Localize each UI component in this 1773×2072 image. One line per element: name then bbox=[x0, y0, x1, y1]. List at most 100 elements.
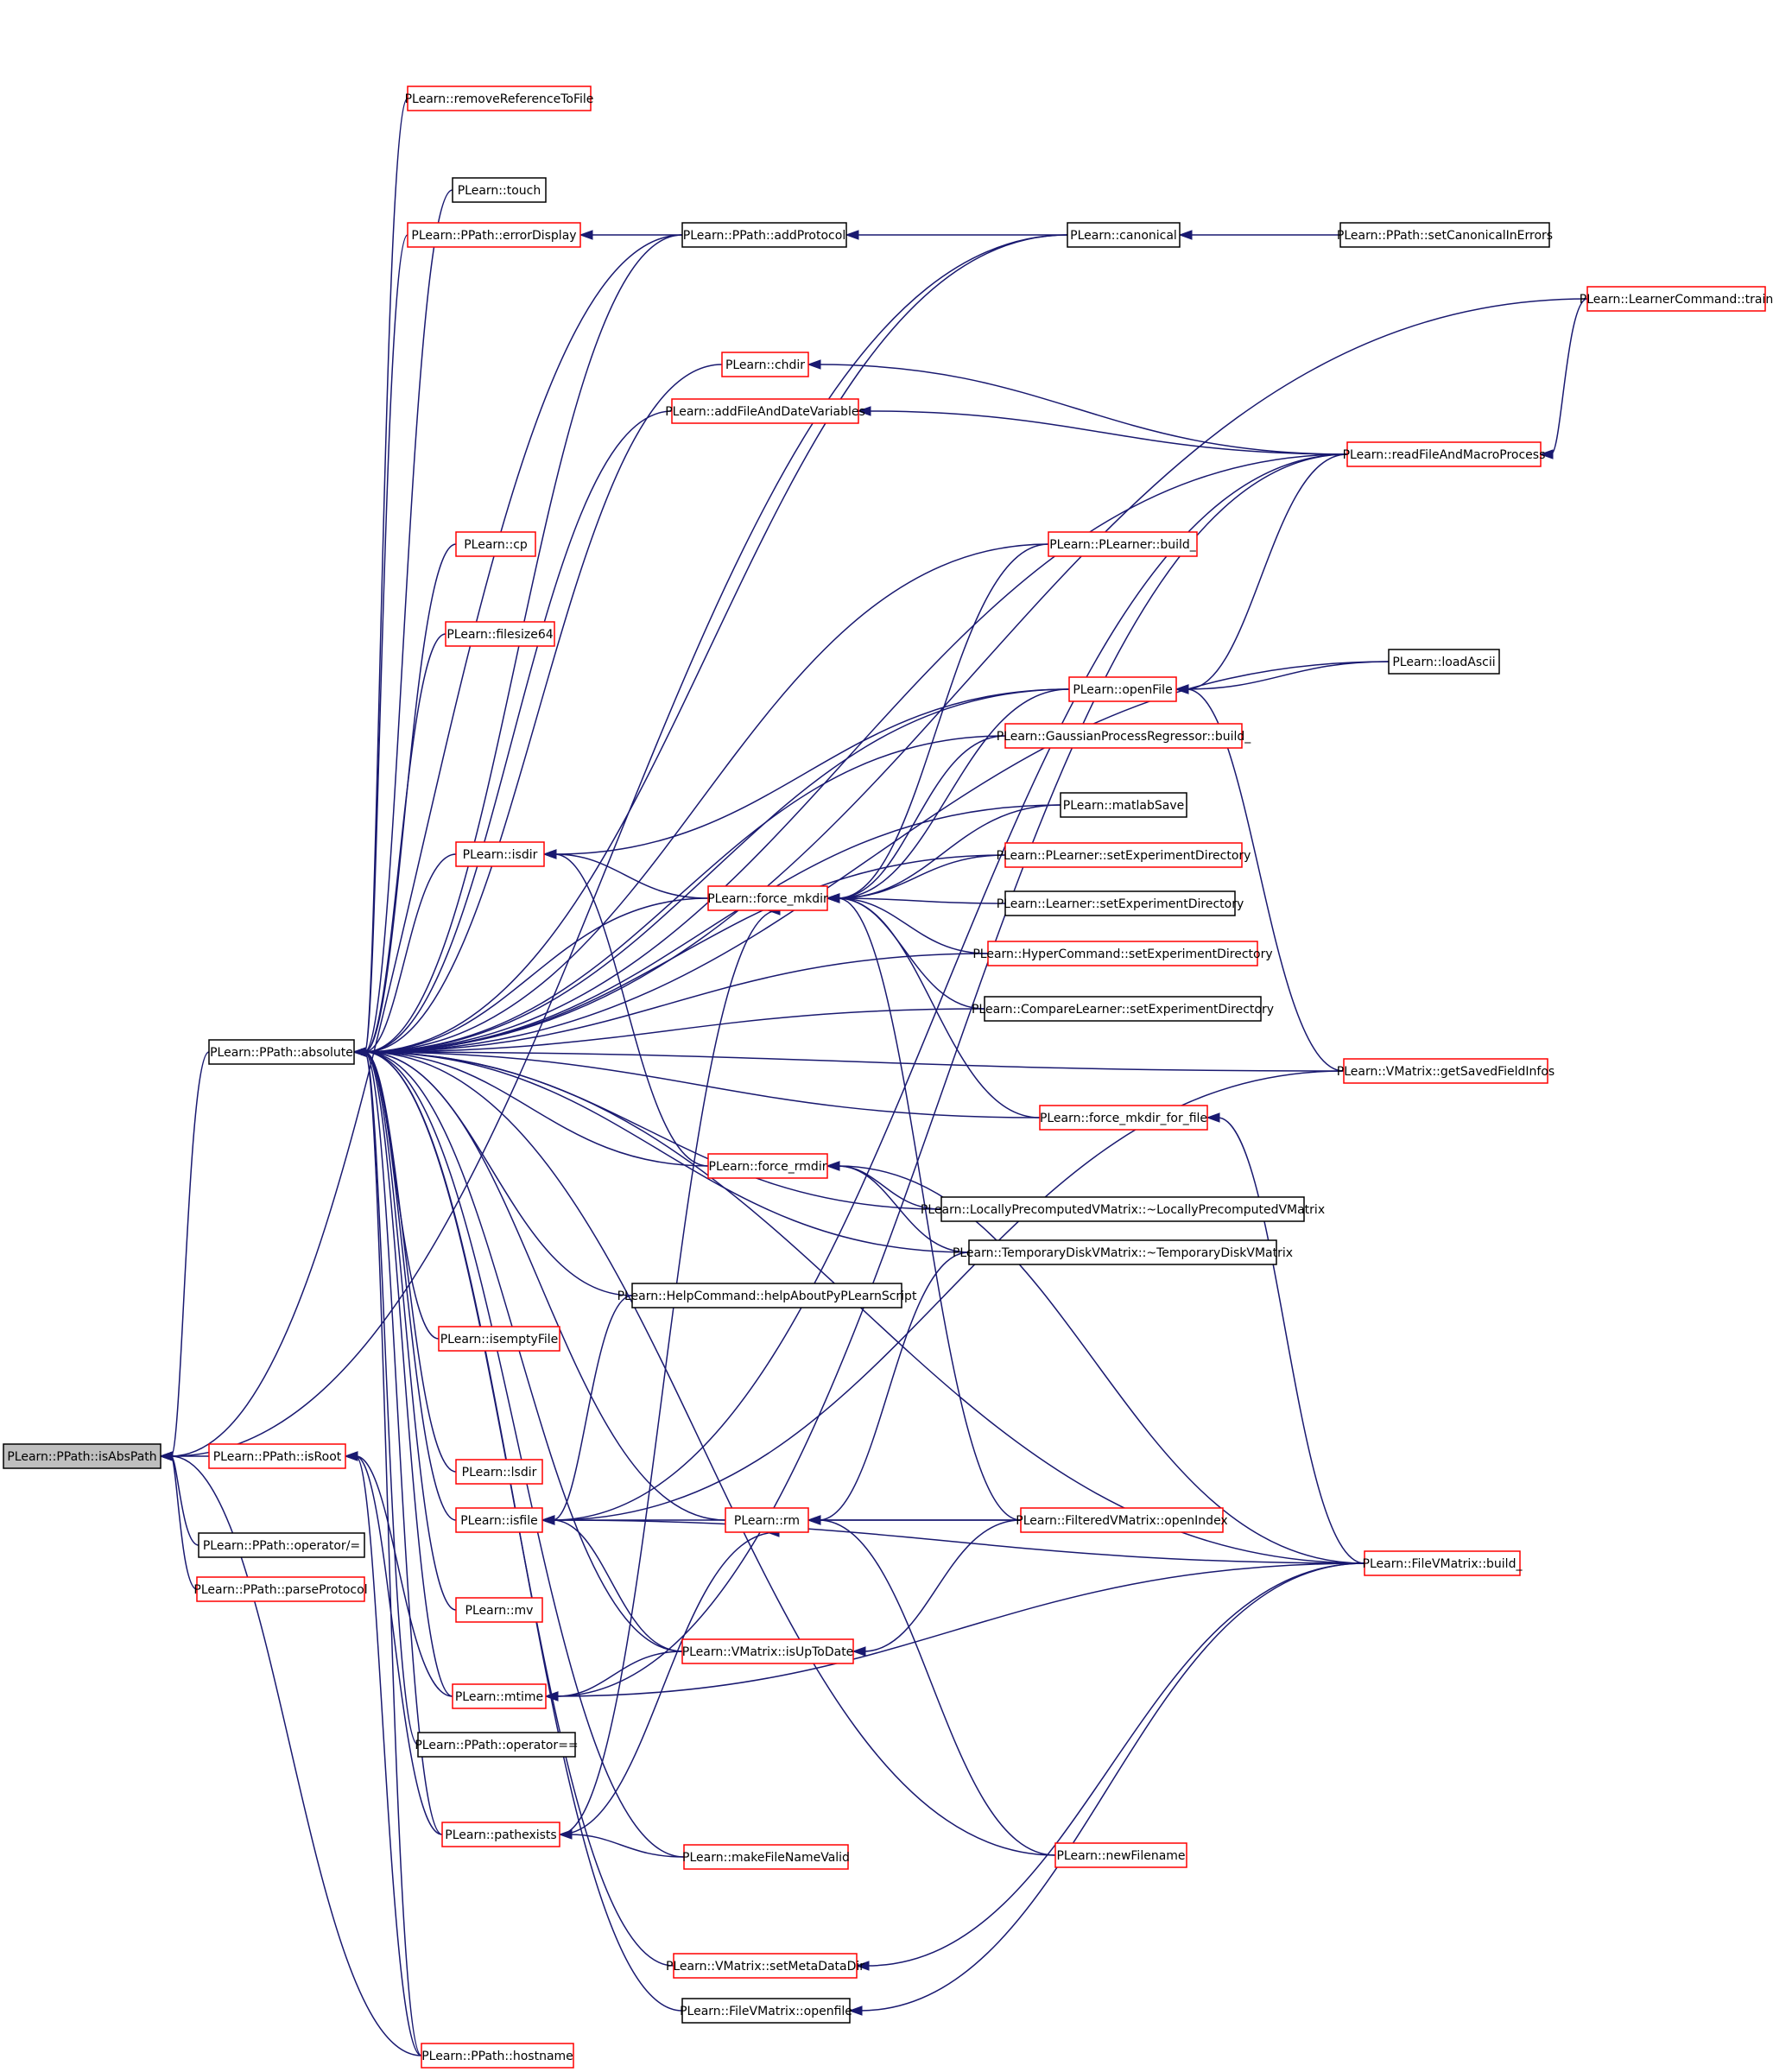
node-label: PLearn::isdir bbox=[463, 848, 538, 862]
edge-tdvDtor-to-forceRmdir bbox=[837, 1165, 970, 1253]
edge-readFileAndMacro-to-addFileAndDate bbox=[868, 410, 1348, 455]
node-learnerSetExp[interactable]: PLearn::Learner::setExperimentDirectory bbox=[997, 890, 1244, 916]
edge-helpAbout-to-isfile bbox=[552, 1295, 633, 1521]
node-forceMkdirForFile[interactable]: PLearn::force_mkdir_for_file bbox=[1039, 1105, 1208, 1131]
node-hostname[interactable]: PLearn::PPath::hostname bbox=[421, 2043, 574, 2069]
edge-fvmBuild-to-isfile bbox=[552, 1519, 1365, 1564]
node-gprBuild[interactable]: PLearn::GaussianProcessRegressor::build_ bbox=[997, 723, 1252, 749]
edge-readFileAndMacro-to-chdir bbox=[818, 364, 1348, 455]
node-plBuild[interactable]: PLearn::PLearner::build_ bbox=[1048, 531, 1198, 557]
edge-hostname-to-isAbsPath bbox=[170, 1455, 422, 2056]
node-isdir[interactable]: PLearn::isdir bbox=[455, 841, 545, 867]
node-removeRef[interactable]: PLearn::removeReferenceToFile bbox=[405, 86, 594, 111]
node-fvmOpenIndex[interactable]: PLearn::FilteredVMatrix::openIndex bbox=[1016, 1507, 1228, 1533]
node-box bbox=[208, 1039, 355, 1065]
node-rm[interactable]: PLearn::rm bbox=[725, 1507, 809, 1533]
node-box bbox=[208, 1443, 346, 1469]
node-fvmBuild[interactable]: PLearn::FileVMatrix::build_ bbox=[1363, 1550, 1523, 1576]
node-label: PLearn::touch bbox=[458, 184, 541, 198]
edge-arrowhead bbox=[855, 1961, 870, 1971]
edge-arrowhead bbox=[848, 2005, 863, 2016]
node-vmIsUpToDate[interactable]: PLearn::VMatrix::isUpToDate bbox=[681, 1638, 854, 1664]
edge-filesize64-to-absolute bbox=[364, 633, 446, 1053]
node-filesize64[interactable]: PLearn::filesize64 bbox=[445, 621, 555, 647]
edge-errorDisplay-to-absolute bbox=[364, 234, 408, 1053]
edge-makeFileNameValid-to-pathexists bbox=[569, 1834, 685, 1858]
node-readFileAndMacro[interactable]: PLearn::readFileAndMacroProcess bbox=[1343, 441, 1546, 467]
edge-pathexists-to-forceMkdir bbox=[559, 909, 779, 1835]
node-touch[interactable]: PLearn::touch bbox=[452, 177, 547, 203]
node-box bbox=[455, 841, 545, 867]
node-label: PLearn::PPath::isAbsPath bbox=[7, 1450, 156, 1464]
node-label: PLearn::VMatrix::isUpToDate bbox=[682, 1645, 854, 1659]
node-addProtocol[interactable]: PLearn::PPath::addProtocol bbox=[681, 222, 847, 248]
node-newFilename[interactable]: PLearn::newFilename bbox=[1054, 1842, 1187, 1868]
edge-arrowhead bbox=[857, 406, 871, 416]
edge-addFileAndDate-to-absolute bbox=[364, 410, 673, 1053]
node-makeFileNameValid[interactable]: PLearn::makeFileNameValid bbox=[682, 1844, 850, 1870]
node-box bbox=[455, 1597, 543, 1623]
node-box bbox=[3, 1443, 161, 1469]
node-isemptyFile[interactable]: PLearn::isemptyFile bbox=[438, 1326, 560, 1352]
node-box bbox=[681, 1638, 854, 1664]
node-mv[interactable]: PLearn::mv bbox=[455, 1597, 543, 1623]
node-isRoot[interactable]: PLearn::PPath::isRoot bbox=[208, 1443, 346, 1469]
node-label: PLearn::FileVMatrix::openfile bbox=[680, 2005, 852, 2018]
node-lpvDtor[interactable]: PLearn::LocallyPrecomputedVMatrix::~Loca… bbox=[921, 1196, 1325, 1222]
node-label: PLearn::force_mkdir bbox=[707, 892, 828, 906]
edge-forceMkdirForFile-to-absolute bbox=[364, 1051, 1041, 1118]
edge-forceMkdir-to-absolute bbox=[364, 897, 709, 1053]
node-mtime[interactable]: PLearn::mtime bbox=[452, 1683, 547, 1709]
node-box bbox=[671, 398, 859, 424]
node-isfile[interactable]: PLearn::isfile bbox=[455, 1507, 543, 1533]
node-label: PLearn::addFileAndDateVariables bbox=[665, 405, 865, 419]
node-vmSetMetaDataDir[interactable]: PLearn::VMatrix::setMetaDataDir bbox=[666, 1953, 864, 1979]
node-forceMkdir[interactable]: PLearn::force_mkdir bbox=[707, 885, 828, 911]
node-opEq[interactable]: PLearn::PPath::operator== bbox=[415, 1732, 579, 1758]
node-compareSetExp[interactable]: PLearn::CompareLearner::setExperimentDir… bbox=[972, 996, 1274, 1022]
node-label: PLearn::VMatrix::setMetaDataDir bbox=[666, 1960, 864, 1974]
node-openFile[interactable]: PLearn::openFile bbox=[1068, 676, 1177, 702]
node-vmGetSaved[interactable]: PLearn::VMatrix::getSavedFieldInfos bbox=[1337, 1058, 1555, 1084]
node-opAssign[interactable]: PLearn::PPath::operator/= bbox=[198, 1532, 365, 1558]
node-label: PLearn::HyperCommand::setExperimentDirec… bbox=[972, 947, 1272, 961]
node-hyperSetExp[interactable]: PLearn::HyperCommand::setExperimentDirec… bbox=[972, 941, 1273, 966]
node-label: PLearn::filesize64 bbox=[446, 628, 553, 642]
node-box bbox=[1343, 1058, 1548, 1084]
edge-loadAscii-to-openFile bbox=[1186, 661, 1390, 690]
node-label: PLearn::removeReferenceToFile bbox=[405, 92, 594, 106]
node-label: PLearn::FileVMatrix::build_ bbox=[1363, 1557, 1523, 1571]
node-pathexists[interactable]: PLearn::pathexists bbox=[441, 1822, 560, 1847]
edge-touch-to-absolute bbox=[364, 189, 453, 1053]
node-helpAbout[interactable]: PLearn::HelpCommand::helpAboutPyPLearnSc… bbox=[617, 1283, 917, 1308]
node-parseProtocol[interactable]: PLearn::PPath::parseProtocol bbox=[193, 1576, 368, 1602]
node-setCanonicalInErrors[interactable]: PLearn::PPath::setCanonicalInErrors bbox=[1337, 222, 1553, 248]
node-cp[interactable]: PLearn::cp bbox=[455, 531, 536, 557]
node-label: PLearn::matlabSave bbox=[1063, 799, 1184, 813]
node-box bbox=[707, 1153, 828, 1179]
node-box bbox=[984, 996, 1262, 1022]
edge-readFileAndMacro-to-isfile bbox=[552, 453, 1348, 1521]
node-label: PLearn::PPath::errorDisplay bbox=[411, 229, 576, 243]
node-plSetExp[interactable]: PLearn::PLearner::setExperimentDirectory bbox=[997, 842, 1251, 868]
node-loadAscii[interactable]: PLearn::loadAscii bbox=[1388, 649, 1500, 675]
node-forceRmdir[interactable]: PLearn::force_rmdir bbox=[707, 1153, 828, 1179]
node-box bbox=[1020, 1507, 1224, 1533]
node-label: PLearn::PLearner::build_ bbox=[1049, 538, 1197, 552]
node-errorDisplay[interactable]: PLearn::PPath::errorDisplay bbox=[407, 222, 581, 248]
node-canonical[interactable]: PLearn::canonical bbox=[1067, 222, 1181, 248]
edge-tdvDtor-to-rm bbox=[818, 1251, 970, 1521]
node-isAbsPath[interactable]: PLearn::PPath::isAbsPath bbox=[3, 1443, 161, 1469]
node-label: PLearn::VMatrix::getSavedFieldInfos bbox=[1337, 1065, 1555, 1079]
node-matlabSave[interactable]: PLearn::matlabSave bbox=[1060, 792, 1187, 818]
node-chdir[interactable]: PLearn::chdir bbox=[721, 352, 809, 377]
node-lcTrain[interactable]: PLearn::LearnerCommand::train bbox=[1580, 286, 1773, 312]
node-lsdir[interactable]: PLearn::lsdir bbox=[455, 1459, 543, 1485]
edge-arrowhead bbox=[352, 1047, 367, 1057]
node-tdvDtor[interactable]: PLearn::TemporaryDiskVMatrix::~Temporary… bbox=[953, 1239, 1293, 1265]
node-addFileAndDate[interactable]: PLearn::addFileAndDateVariables bbox=[665, 398, 865, 424]
node-fvmOpenfile[interactable]: PLearn::FileVMatrix::openfile bbox=[680, 1998, 852, 2024]
edge-arrowhead bbox=[1206, 1112, 1220, 1123]
node-absolute[interactable]: PLearn::PPath::absolute bbox=[208, 1039, 355, 1065]
node-box bbox=[455, 1507, 543, 1533]
